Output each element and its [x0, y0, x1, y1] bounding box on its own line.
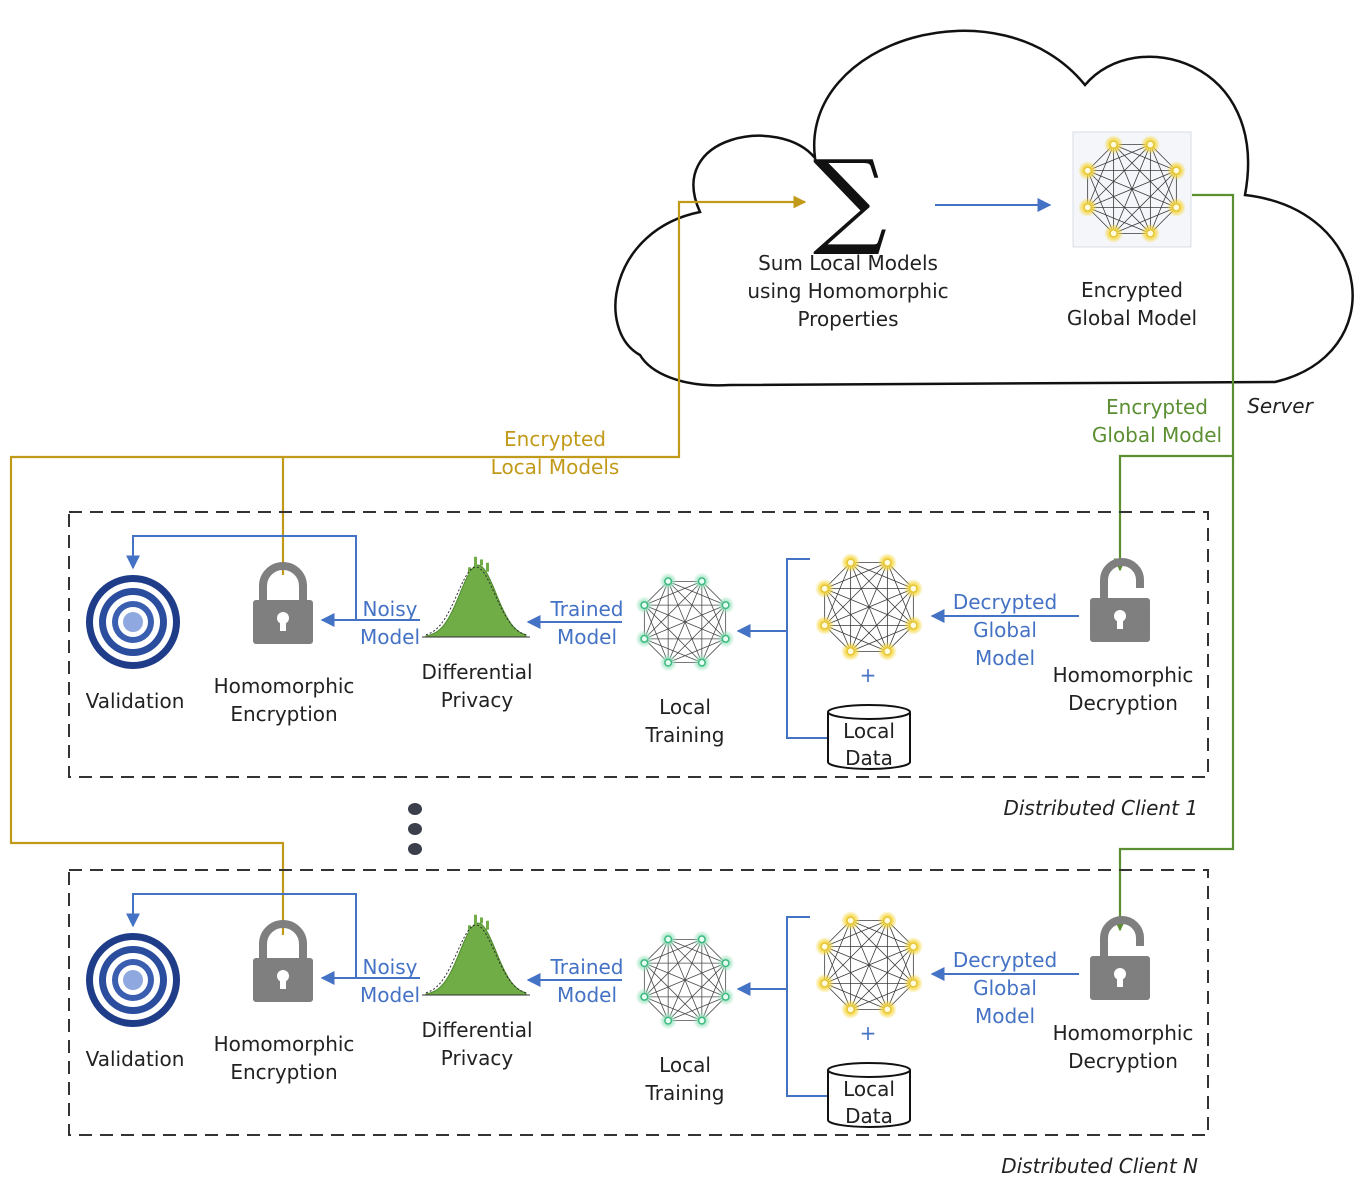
trained-label-line1: Trained [550, 955, 624, 979]
he-label-line1: Homomorphic [214, 1032, 355, 1056]
validation-arrow [126, 893, 357, 978]
trained-label-line2: Model [557, 983, 617, 1007]
dp-label-line1: Differential [421, 1018, 532, 1042]
client-title: Distributed Client 1 [1003, 796, 1198, 820]
network-icon [1078, 135, 1186, 243]
noisy-label-line2: Model [360, 983, 420, 1007]
dp-label-line2: Privacy [441, 1046, 514, 1070]
network-icon [815, 553, 923, 661]
he-label-line1: Homomorphic [214, 674, 355, 698]
dgm-label-line3: Model [975, 1004, 1035, 1028]
dgm-label-line3: Model [975, 646, 1035, 670]
hd-label-line2: Decryption [1068, 691, 1178, 715]
encrypted-global-flow-clientN [1113, 456, 1235, 932]
validation-label: Validation [86, 1047, 185, 1071]
cloud-icon [614, 29, 1354, 387]
sum-label-line1: Sum Local Models [758, 251, 938, 275]
client-box [68, 869, 1209, 1136]
he-label-line2: Encryption [230, 702, 337, 726]
lock-icon [253, 562, 313, 644]
hd-label-line2: Decryption [1068, 1049, 1178, 1073]
client-title: Distributed Client N [1001, 1154, 1198, 1178]
client-panel-1: Distributed Client 1 Validation Homomorphi… [68, 511, 1209, 820]
client-box [68, 511, 1209, 778]
ld-label-line1: Local [843, 719, 895, 743]
ellipsis-icon [408, 803, 422, 855]
lt-label-line2: Training [645, 1081, 725, 1105]
bell-curve-icon [422, 556, 530, 638]
lock-icon [253, 920, 313, 1002]
encrypted-local-flow-client1 [281, 195, 807, 575]
noisy-label-line1: Noisy [362, 955, 417, 979]
dp-label-line2: Privacy [441, 688, 514, 712]
encrypted-global-label-line1: Encrypted [1106, 395, 1208, 419]
dgm-label-line1: Decrypted [953, 590, 1057, 614]
encrypted-local-label-line2: Local Models [491, 455, 620, 479]
ld-label-line1: Local [843, 1077, 895, 1101]
network-icon [815, 911, 923, 1019]
noisy-label-line2: Model [360, 625, 420, 649]
network-icon [635, 572, 735, 672]
egm-label-line1: Encrypted [1081, 278, 1183, 302]
lt-label-line1: Local [659, 695, 711, 719]
dgm-label-line2: Global [973, 976, 1037, 1000]
egm-label-line2: Global Model [1067, 306, 1197, 330]
target-icon [86, 933, 180, 1027]
trained-label-line1: Trained [550, 597, 624, 621]
trained-label-line2: Model [557, 625, 617, 649]
encrypted-local-flow-clientN [9, 455, 285, 935]
unlock-icon [1090, 916, 1150, 1000]
sum-label-line3: Properties [797, 307, 898, 331]
noisy-label-line1: Noisy [362, 597, 417, 621]
hd-label-line1: Homomorphic [1053, 663, 1194, 687]
sigma-icon: ∑ [813, 137, 887, 259]
encrypted-global-label-line2: Global Model [1092, 423, 1222, 447]
validation-label: Validation [86, 689, 185, 713]
encrypted-local-label-line1: Encrypted [504, 427, 606, 451]
validation-arrow [126, 535, 357, 620]
unlock-icon [1090, 558, 1150, 642]
lt-label-line2: Training [645, 723, 725, 747]
cylinder-icon [827, 1062, 911, 1128]
input-bracket [786, 916, 828, 1097]
plus-sign: + [860, 1021, 877, 1045]
cylinder-icon [827, 704, 911, 770]
bell-curve-icon [422, 914, 530, 996]
sum-label-line2: using Homomorphic [747, 279, 948, 303]
hd-label-line1: Homomorphic [1053, 1021, 1194, 1045]
network-icon [1078, 135, 1186, 243]
ld-label-line2: Data [845, 1104, 893, 1128]
client-panel-n: Distributed Client N Validation Homomorphi… [68, 869, 1209, 1178]
network-icon [635, 930, 735, 1030]
dp-label-line1: Differential [421, 660, 532, 684]
dgm-label-line1: Decrypted [953, 948, 1057, 972]
target-icon [86, 575, 180, 669]
plus-sign: + [860, 663, 877, 687]
lt-label-line1: Local [659, 1053, 711, 1077]
ld-label-line2: Data [845, 746, 893, 770]
dgm-label-line2: Global [973, 618, 1037, 642]
input-bracket [786, 558, 828, 739]
server-label: Server [1247, 394, 1314, 418]
he-label-line2: Encryption [230, 1060, 337, 1084]
